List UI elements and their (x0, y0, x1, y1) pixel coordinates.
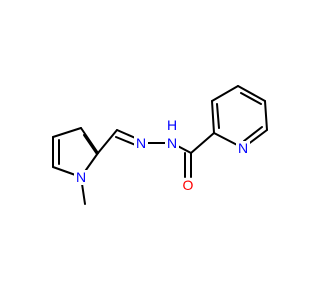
bond (243, 126, 263, 142)
atom-background (134, 136, 148, 151)
pyrrole-nitrogen-label: N (76, 169, 86, 185)
bond (211, 85, 239, 102)
amide-nitrogen-label: N (167, 135, 177, 151)
atom-background (165, 118, 179, 133)
atom-background (74, 170, 88, 185)
atom-background (165, 136, 179, 151)
molecule-structure-canvas: N N N H N O (0, 0, 300, 300)
amide-hydrogen-label: H (167, 117, 177, 133)
bond (264, 100, 268, 131)
bond (83, 134, 98, 155)
atom-labels: N N N H N O (74, 117, 250, 193)
bond (97, 129, 118, 154)
bond (216, 103, 220, 129)
canvas-background (0, 0, 300, 300)
bond (52, 127, 82, 138)
atom-background (236, 141, 250, 156)
bond (80, 127, 99, 154)
imine-nitrogen-label: N (136, 135, 146, 151)
carbonyl-oxygen-label: O (183, 177, 194, 193)
pyridine-nitrogen-label: N (238, 140, 248, 156)
bond (240, 92, 262, 105)
atom-background (181, 178, 195, 193)
bond (190, 132, 215, 154)
bond (211, 100, 215, 134)
bond (237, 85, 266, 102)
